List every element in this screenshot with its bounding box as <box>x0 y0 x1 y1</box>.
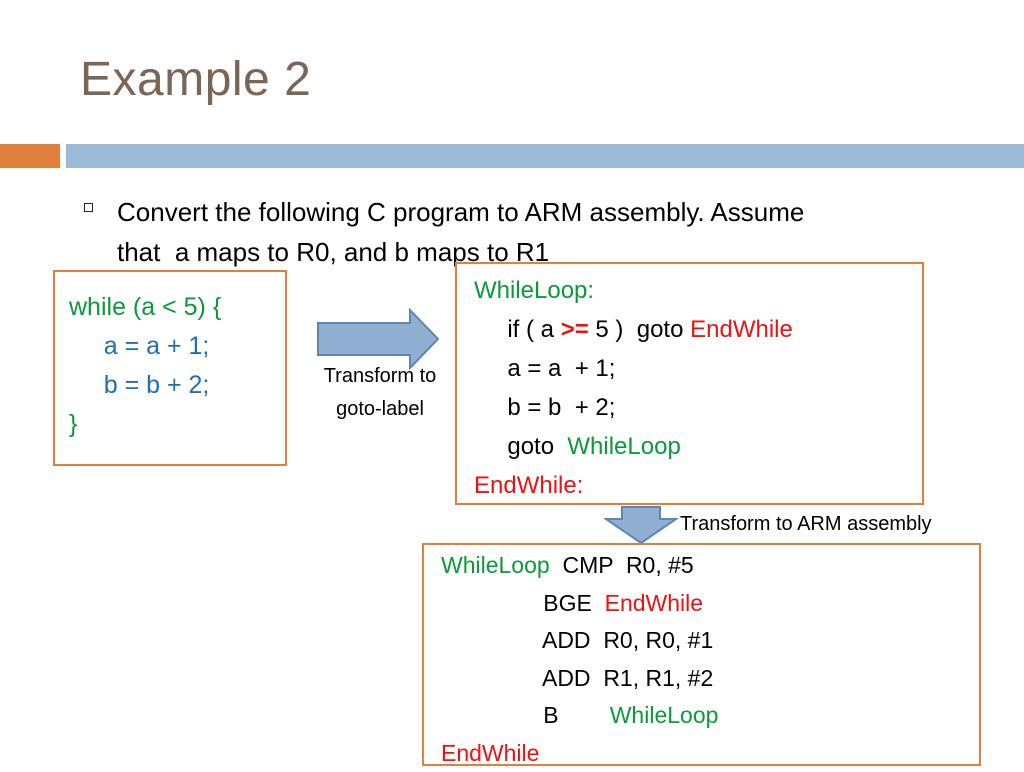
arm-add-r1: ADD R1, R1, #2 <box>441 664 714 691</box>
arm-add-r0: ADD R0, R0, #1 <box>441 627 714 653</box>
arm-code-block: WhileLoop CMP R0, #5 BGE EndWhile ADD R0… <box>441 547 979 772</box>
transform-caption-1-line2: goto-label <box>336 398 424 420</box>
slide-title: Example 2 <box>80 53 312 106</box>
right-arrow-icon <box>317 308 440 370</box>
arm-bge-target: EndWhile <box>604 589 704 616</box>
arm-b-target: WhileLoop <box>609 702 719 728</box>
goto-label-endwhile: EndWhile: <box>474 472 584 499</box>
transform-caption-2: Transform to ARM assembly <box>680 513 932 535</box>
header-bar-orange <box>0 144 60 168</box>
goto-code-box: WhileLoop: if ( a >= 5 ) goto EndWhile a… <box>455 262 924 505</box>
bullet-text: Convert the following C program to ARM a… <box>117 192 947 272</box>
c-code-box: while (a < 5) { a = a + 1; b = b + 2; } <box>53 270 287 466</box>
arm-bge-instr: BGE <box>441 589 605 616</box>
c-line-a: a = a + 1; <box>69 332 210 360</box>
c-close-brace: } <box>69 410 78 438</box>
goto-if-target: EndWhile <box>690 316 793 343</box>
goto-line-a: a = a + 1; <box>474 355 616 382</box>
c-while-header: while (a < 5) <box>69 293 213 321</box>
goto-if-prefix: if ( a <box>474 316 561 343</box>
goto-target: WhileLoop <box>567 433 681 460</box>
c-open-brace: { <box>212 293 222 321</box>
c-line-b: b = b + 2; <box>69 371 210 399</box>
arm-cmp-instr: CMP R0, #5 <box>549 552 694 578</box>
goto-code-block: WhileLoop: if ( a >= 5 ) goto EndWhile a… <box>474 271 922 505</box>
arm-label-endwhile: EndWhile <box>441 739 540 766</box>
transform-caption-1: Transform to goto-label <box>296 360 464 426</box>
bullet-square-icon <box>84 203 93 212</box>
arm-b-instr: B <box>441 702 610 728</box>
arm-code-box: WhileLoop CMP R0, #5 BGE EndWhile ADD R0… <box>422 543 981 766</box>
transform-caption-1-line1: Transform to <box>323 365 437 387</box>
goto-keyword: goto <box>474 433 568 460</box>
down-arrow-icon <box>604 506 678 545</box>
c-code-block: while (a < 5) { a = a + 1; b = b + 2; } <box>69 288 285 444</box>
goto-label-whileloop: WhileLoop: <box>474 277 595 304</box>
arm-label-whileloop: WhileLoop <box>441 552 550 578</box>
bullet-line-1: Convert the following C program to ARM a… <box>117 197 805 227</box>
goto-line-b: b = b + 2; <box>474 394 616 421</box>
goto-if-middle: 5 ) goto <box>588 316 691 343</box>
header-bar-blue <box>66 144 1024 168</box>
goto-if-operator: >= <box>560 316 589 343</box>
